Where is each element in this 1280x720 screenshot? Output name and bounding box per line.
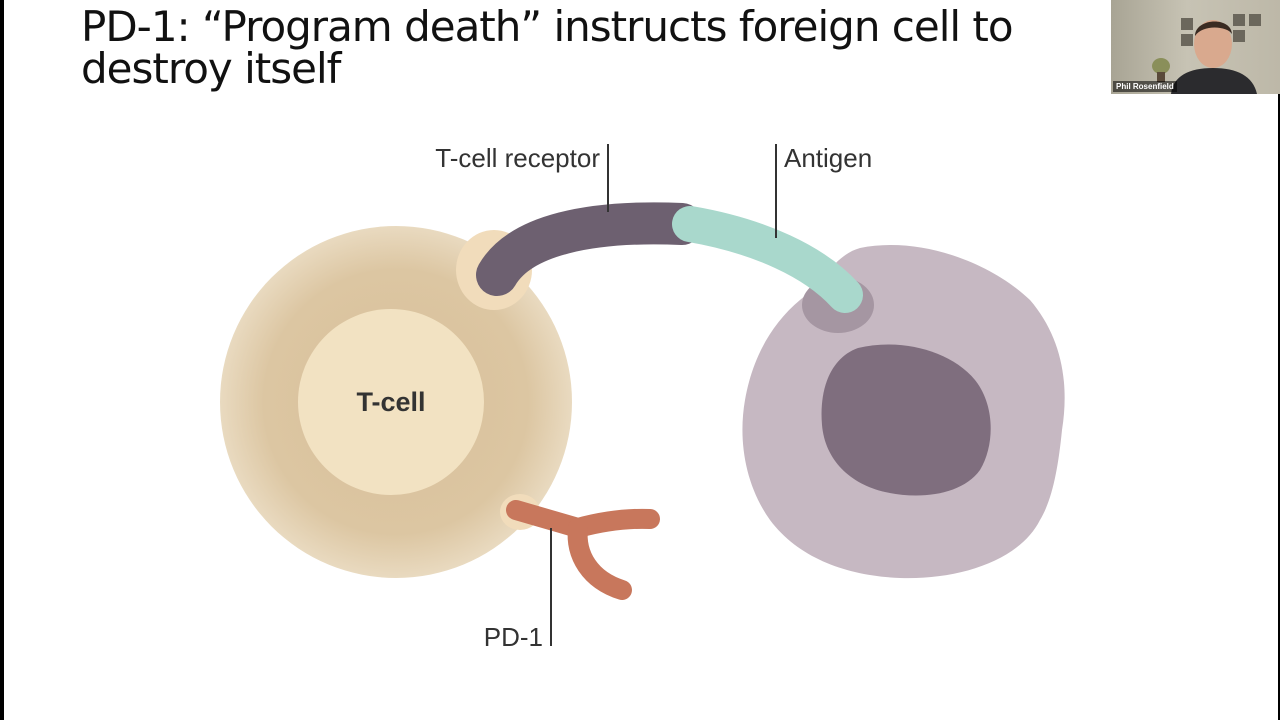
foreign-cell-nucleus [821,344,991,496]
t-cell-receptor [476,202,703,296]
t-cell-nucleus [298,309,484,495]
slide-title-line-1: PD-1: “Program death” instructs foreign … [81,2,1014,51]
pd1-label: PD-1 [484,622,543,652]
participant-video-tile[interactable]: Phil Rosenfield [1111,0,1280,94]
t-cell-receptor-label: T-cell receptor [435,143,600,173]
pd1-diagram: T-cell T-cell receptor Antigen PD-1 [220,143,1065,652]
antigen-label: Antigen [784,143,872,173]
t-cell-label: T-cell [356,387,425,417]
participant-name-tag: Phil Rosenfield [1113,81,1177,92]
slide-title-line-2: destroy itself [81,44,341,93]
pd1-receptor [506,500,660,600]
foreign-cell [742,245,1065,579]
slide-title: PD-1: “Program death” instructs foreign … [81,6,1101,90]
participant-avatar [1152,14,1261,94]
antigen [672,206,863,313]
slide: PD-1: “Program death” instructs foreign … [4,0,1278,720]
